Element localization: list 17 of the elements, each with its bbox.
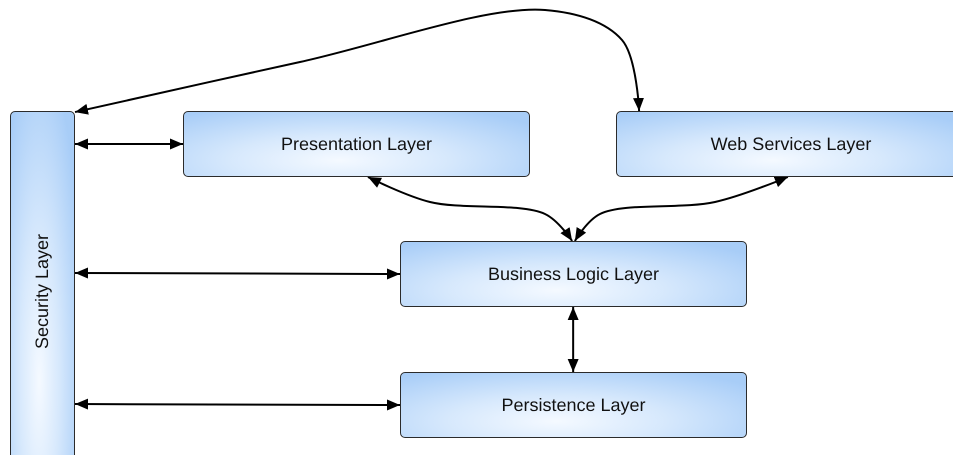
layer-box xyxy=(400,372,747,438)
double-arrow xyxy=(568,307,579,372)
layer-box xyxy=(10,111,75,455)
double-arrow xyxy=(75,138,183,150)
layer-label: Web Services Layer xyxy=(710,134,872,154)
double-arrow xyxy=(574,176,788,242)
double-arrow xyxy=(75,398,400,410)
layer-box xyxy=(400,241,747,307)
layer-label: Persistence Layer xyxy=(501,394,646,416)
layer-label: Presentation Layer xyxy=(280,134,432,154)
double-arrow xyxy=(368,176,573,242)
layer-box xyxy=(183,111,530,177)
layer-label: Security Layer xyxy=(32,233,53,349)
double-arrow xyxy=(74,8,644,115)
layer-box xyxy=(616,111,953,177)
layer-label: Business Logic Layer xyxy=(488,264,660,284)
double-arrow xyxy=(75,268,400,280)
